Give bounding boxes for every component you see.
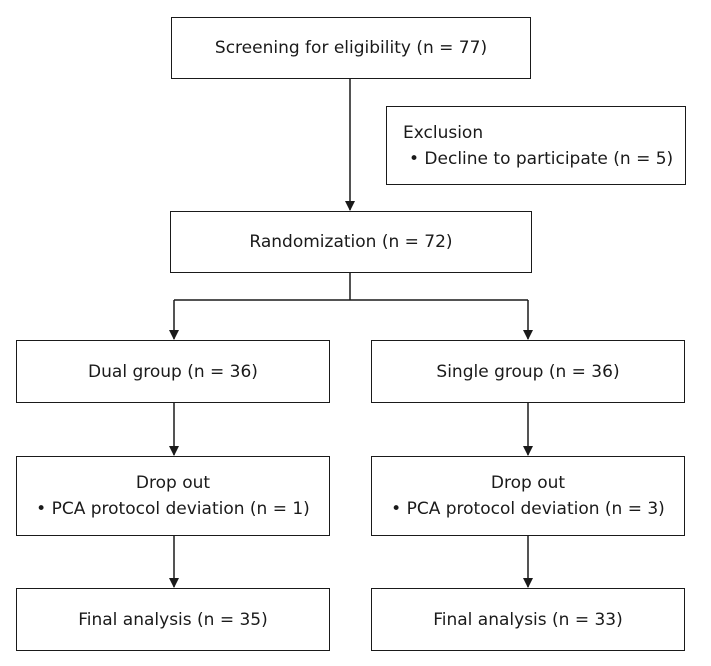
single-dropout-title: Drop out [490,473,566,493]
single-group-box: Single group (n = 36) [371,340,685,403]
dual-dropout-item: • PCA protocol deviation (n = 1) [36,499,310,519]
dual-group-label: Dual group (n = 36) [88,361,258,382]
single-group-label: Single group (n = 36) [436,361,620,382]
exclusion-item: • Decline to participate (n = 5) [409,148,674,169]
dual-dropout-box: Drop out • PCA protocol deviation (n = 1… [16,456,330,536]
single-final-label: Final analysis (n = 33) [433,609,623,630]
randomization-label: Randomization (n = 72) [249,232,453,252]
exclusion-box: Exclusion • Decline to participate (n = … [386,106,686,185]
exclusion-title: Exclusion [403,122,484,143]
dual-dropout-title: Drop out [135,473,211,493]
dual-group-box: Dual group (n = 36) [16,340,330,403]
single-final-box: Final analysis (n = 33) [371,588,685,651]
randomization-box: Randomization (n = 72) [170,211,532,273]
screening-label: Screening for eligibility (n = 77) [214,38,488,58]
single-dropout-box: Drop out • PCA protocol deviation (n = 3… [371,456,685,536]
dual-final-box: Final analysis (n = 35) [16,588,330,651]
dual-final-label: Final analysis (n = 35) [78,609,268,630]
screening-box: Screening for eligibility (n = 77) [171,17,531,79]
single-dropout-item: • PCA protocol deviation (n = 3) [391,499,665,519]
